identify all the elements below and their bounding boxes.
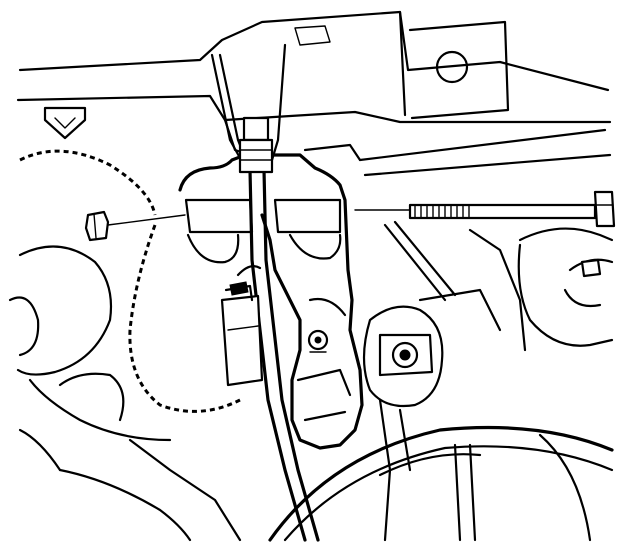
strut-lines xyxy=(383,220,527,352)
vertical-cable xyxy=(210,43,320,542)
left-housing xyxy=(8,245,172,442)
lower-left-structure xyxy=(18,398,412,542)
lower-wheel xyxy=(268,425,614,542)
top-clamp xyxy=(238,116,274,174)
harness-tie-line xyxy=(107,214,186,226)
long-bolt-icon xyxy=(354,190,616,228)
chevron-anchor-icon xyxy=(43,106,87,140)
bracket-bolt xyxy=(307,329,329,353)
hex-nut-icon xyxy=(84,210,110,242)
upper-body-panel xyxy=(16,10,612,177)
panel-mounting-hole xyxy=(435,50,469,84)
right-housing xyxy=(517,227,614,347)
isolator-mount xyxy=(362,305,444,408)
electrical-module xyxy=(220,265,264,387)
wiring-harness xyxy=(19,149,241,413)
main-bracket xyxy=(178,153,364,450)
